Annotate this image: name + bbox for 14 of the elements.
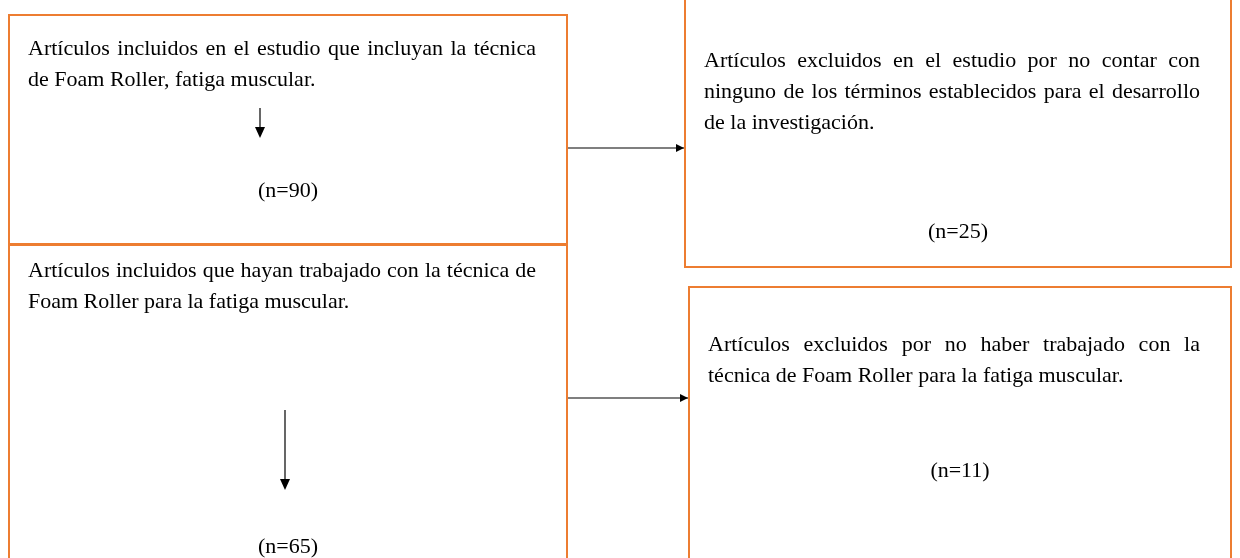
process-box (8, 244, 568, 558)
box-text: Artículos excluidos en el estudio por no contar con ninguno de los términos establecidos para el desarrollo de la investigación. (704, 46, 1200, 136)
count-text: (n=90) (256, 176, 320, 204)
box-text: Artículos incluidos que hayan trabajado con la técnica de Foam Roller para la fatiga muscular. (28, 256, 536, 315)
process-box (684, 0, 1232, 268)
arrow (567, 144, 685, 152)
count-text: (n=11) (929, 456, 991, 484)
count-text: (n=25) (926, 217, 990, 245)
process-box (688, 286, 1232, 558)
box-text: Artículos excluidos por no haber trabajado con la técnica de Foam Roller para la fatiga muscular. (708, 330, 1200, 389)
arrow (567, 394, 689, 402)
box-text: Artículos incluidos en el estudio que incluyan la técnica de Foam Roller, fatiga muscular. (28, 34, 536, 93)
count-text: (n=65) (256, 532, 320, 558)
process-box (8, 14, 568, 245)
